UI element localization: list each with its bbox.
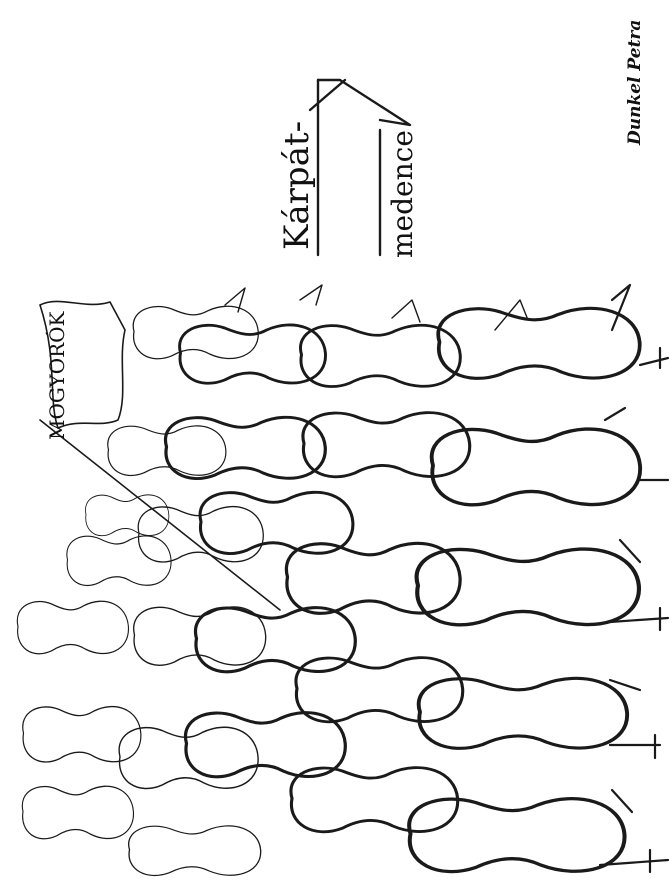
signature: Dunkel Petra <box>625 20 645 146</box>
peanut <box>85 495 168 536</box>
peanut <box>303 413 470 477</box>
peanut-row-5 <box>17 495 171 839</box>
peanut <box>129 826 261 876</box>
peanut <box>409 799 624 872</box>
peanut <box>438 308 640 378</box>
peanut <box>23 707 141 762</box>
peanut <box>17 601 128 654</box>
peanut <box>417 549 639 625</box>
peanut-stems <box>600 285 668 872</box>
arrow-label-top: Kárpát- <box>277 121 317 250</box>
peanut-row-3 <box>165 325 355 777</box>
peanut-row-1 <box>409 308 640 871</box>
peanut <box>22 786 133 839</box>
peanut-row-4 <box>108 306 266 875</box>
banner-label: MOGYORÓK <box>44 310 69 440</box>
peanut <box>432 429 640 505</box>
peanut-row-2 <box>286 325 469 832</box>
arrow-label-bottom: medence <box>386 130 419 258</box>
banner <box>40 301 280 610</box>
peanut <box>296 658 463 722</box>
